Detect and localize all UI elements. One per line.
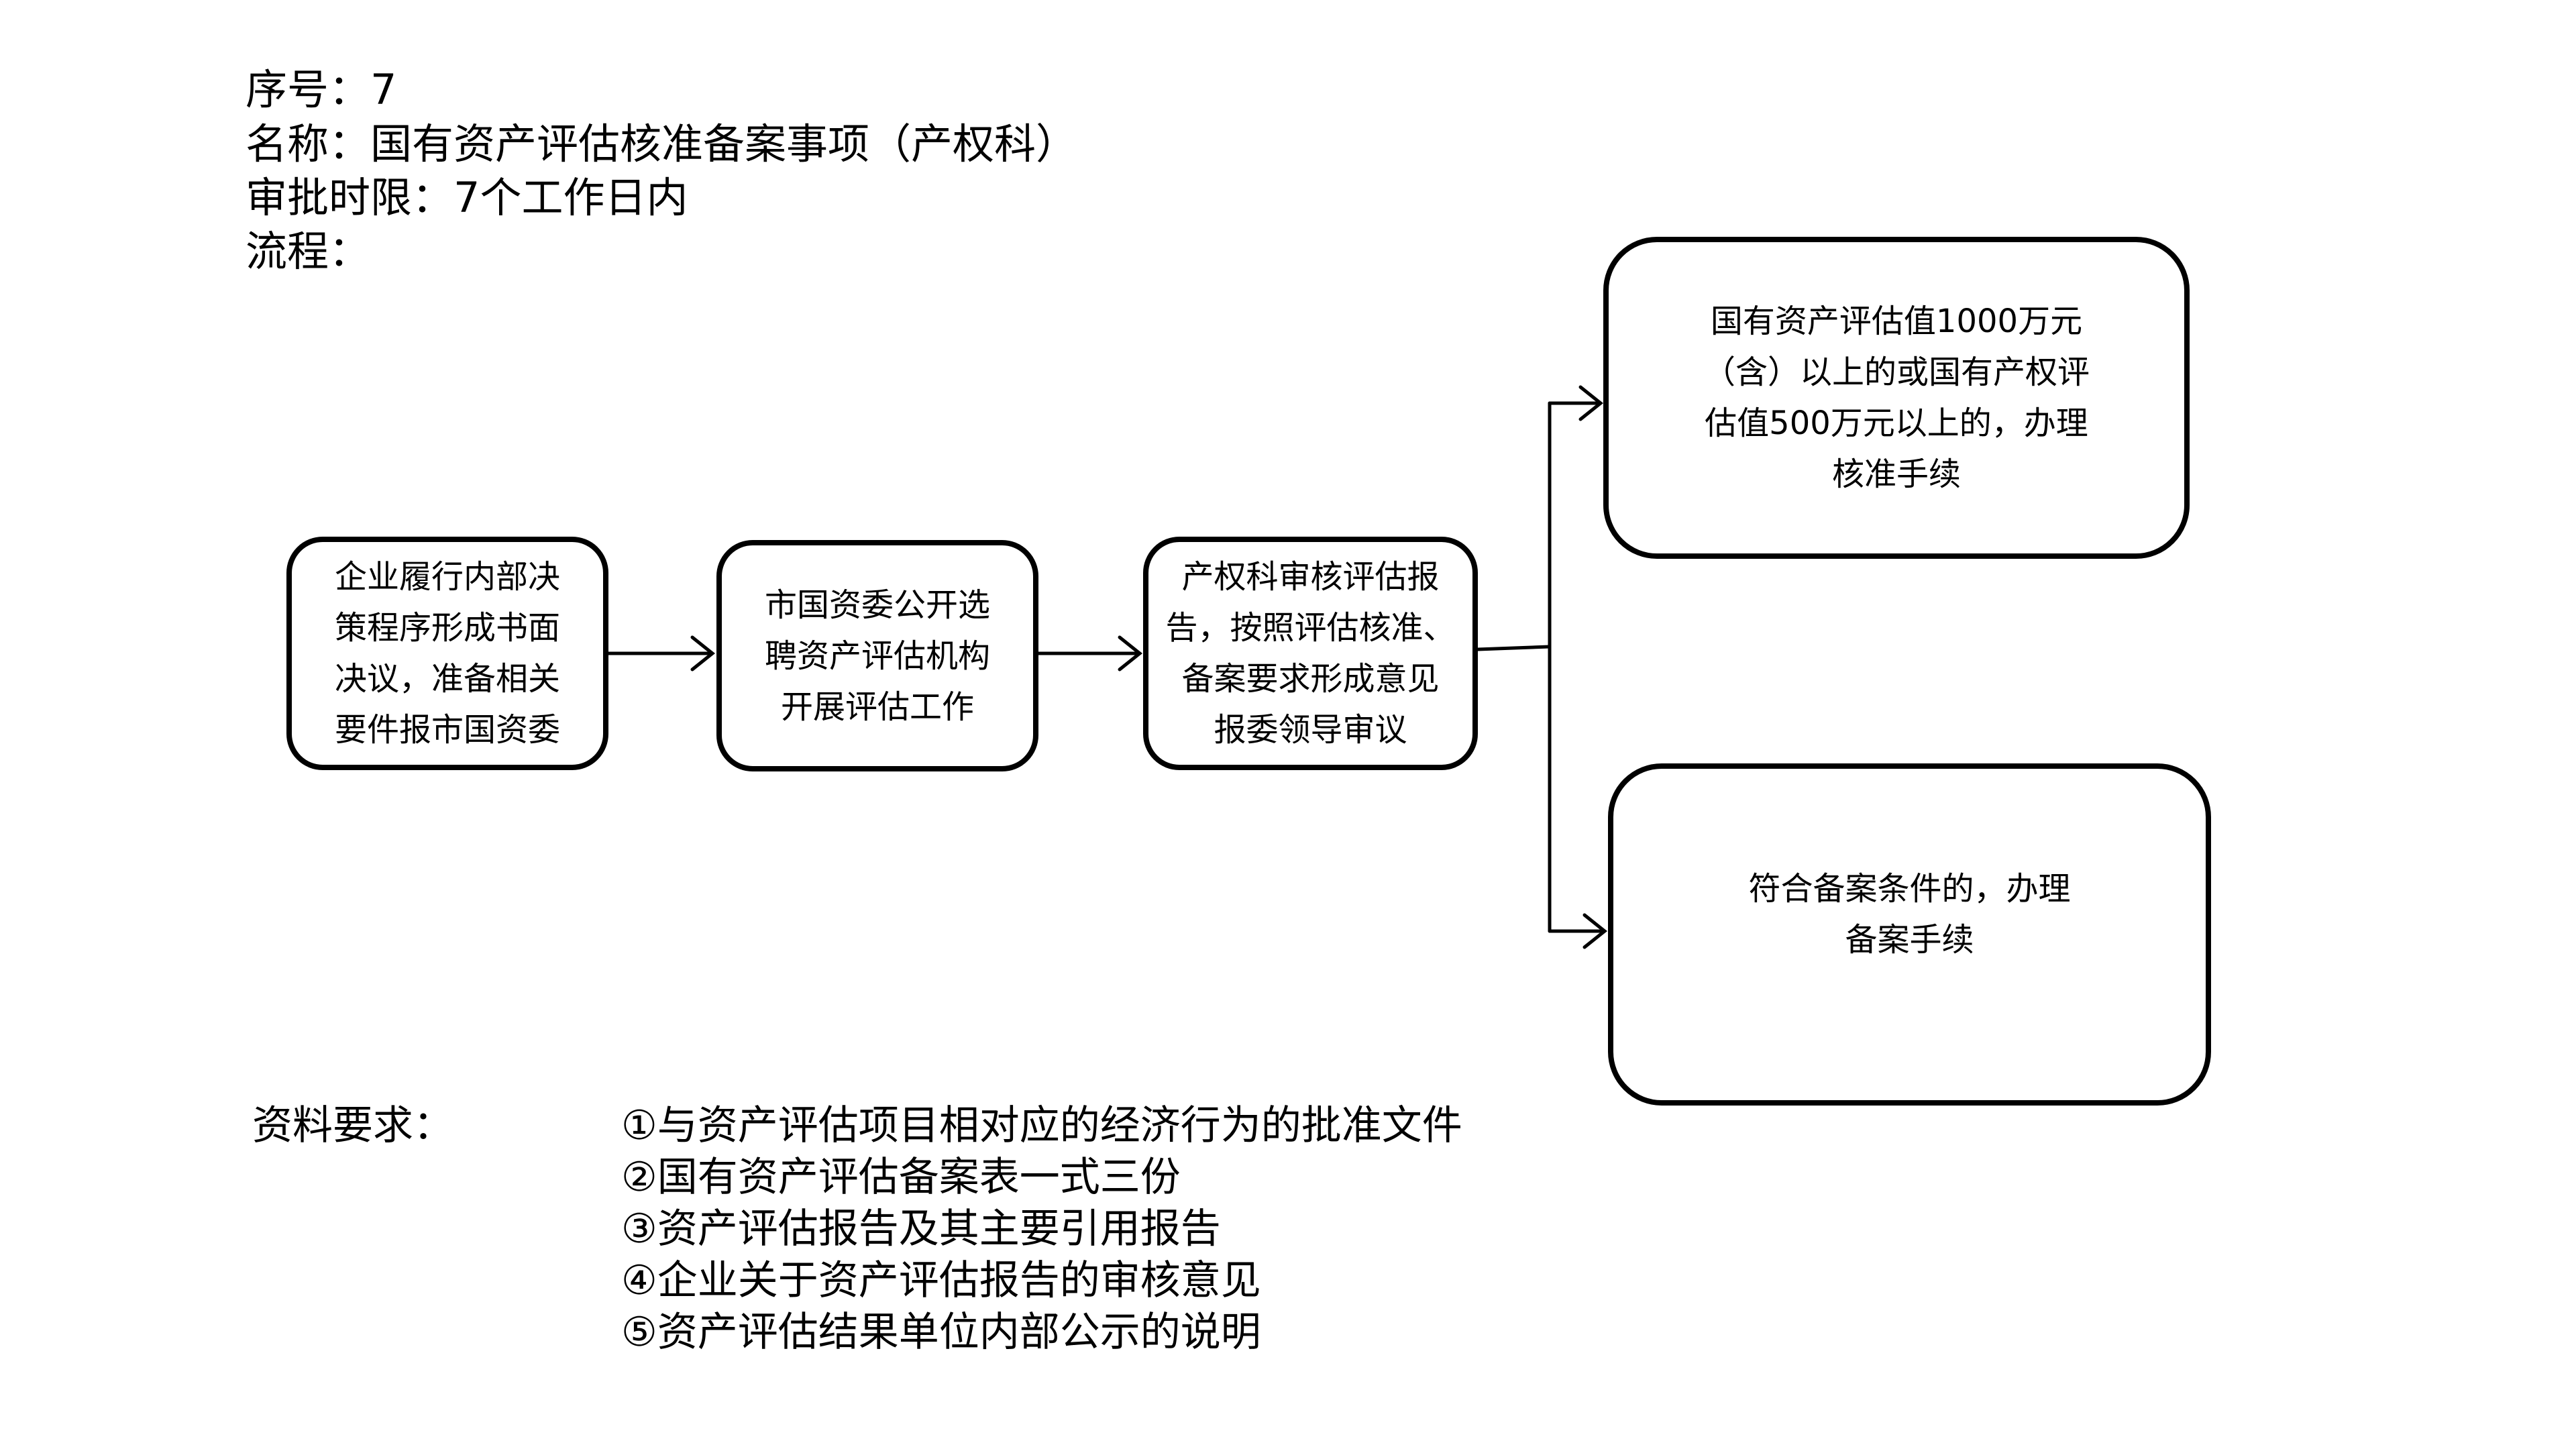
arrow-step2-to-step3 [1036, 635, 1143, 672]
outcome-text-line: 备案手续 [1845, 921, 1974, 959]
outcome-text-line: 核准手续 [1831, 455, 1961, 493]
step-text-line: 报委领导审议 [1214, 711, 1407, 749]
arrow-step1-to-step2 [606, 635, 716, 672]
flow-step-enterprise-decision: 企业履行内部决 策程序形成书面 决议，准备相关 要件报市国资委 [286, 537, 608, 770]
step-text-line: 告，按照评估核准、 [1165, 609, 1456, 647]
outcome-text: 国有资产评估值1000万元 （含）以上的或国有产权评 估值500万元以上的，办理… [1703, 296, 2090, 500]
step-text-line: 策程序形成书面 [334, 609, 560, 647]
step-text-line: 决议，准备相关 [334, 660, 560, 698]
step-text-line: 备案要求形成意见 [1181, 660, 1440, 698]
outcome-text-line: 符合备案条件的，办理 [1748, 870, 2071, 908]
requirement-item: ⑤资产评估结果单位内部公示的说明 [621, 1309, 1261, 1356]
outcome-text-line: 国有资产评估值1000万元 [1710, 303, 2083, 340]
step-text-line: 市国资委公开选 [764, 586, 990, 624]
requirement-item: ③资产评估报告及其主要引用报告 [621, 1205, 1221, 1252]
step-text-line: 聘资产评估机构 [764, 637, 990, 675]
flow-step-select-appraiser: 市国资委公开选 聘资产评估机构 开展评估工作 [716, 540, 1038, 771]
outcome-filing: 符合备案条件的，办理 备案手续 [1608, 763, 2211, 1106]
step-text-line: 开展评估工作 [780, 688, 974, 726]
step-text-line: 要件报市国资委 [334, 711, 560, 749]
requirement-item: ④企业关于资产评估报告的审核意见 [621, 1257, 1261, 1304]
outcome-text-line: 估值500万元以上的，办理 [1705, 405, 2088, 442]
requirement-item: ①与资产评估项目相对应的经济行为的批准文件 [621, 1102, 1462, 1149]
arrow-to-filing-outcome [1548, 913, 1608, 949]
step-text-line: 产权科审核评估报 [1181, 558, 1440, 596]
step-text: 企业履行内部决 策程序形成书面 决议，准备相关 要件报市国资委 [335, 551, 560, 755]
serial-number: 序号：7 [246, 65, 397, 114]
requirements-label: 资料要求： [252, 1102, 453, 1149]
flow-step-review-report: 产权科审核评估报 告，按照评估核准、 备案要求形成意见 报委领导审议 [1143, 537, 1478, 770]
step-text-line: 企业履行内部决 [334, 558, 560, 596]
outcome-approval: 国有资产评估值1000万元 （含）以上的或国有产权评 估值500万元以上的，办理… [1603, 237, 2190, 559]
process-label: 流程： [246, 227, 371, 276]
step-text: 产权科审核评估报 告，按照评估核准、 备案要求形成意见 报委领导审议 [1165, 551, 1455, 755]
item-name: 名称：国有资产评估核准备案事项（产权科） [246, 119, 1078, 168]
step-text: 市国资委公开选 聘资产评估机构 开展评估工作 [765, 580, 990, 733]
approval-time-limit: 审批时限：7个工作日内 [246, 173, 688, 222]
requirement-item: ②国有资产评估备案表一式三份 [621, 1154, 1181, 1201]
arrow-to-approval-outcome [1548, 385, 1604, 421]
outcome-text-line: （含）以上的或国有产权评 [1703, 354, 2090, 391]
branch-connector [1476, 401, 1552, 933]
outcome-text: 符合备案条件的，办理 备案手续 [1748, 863, 2070, 965]
